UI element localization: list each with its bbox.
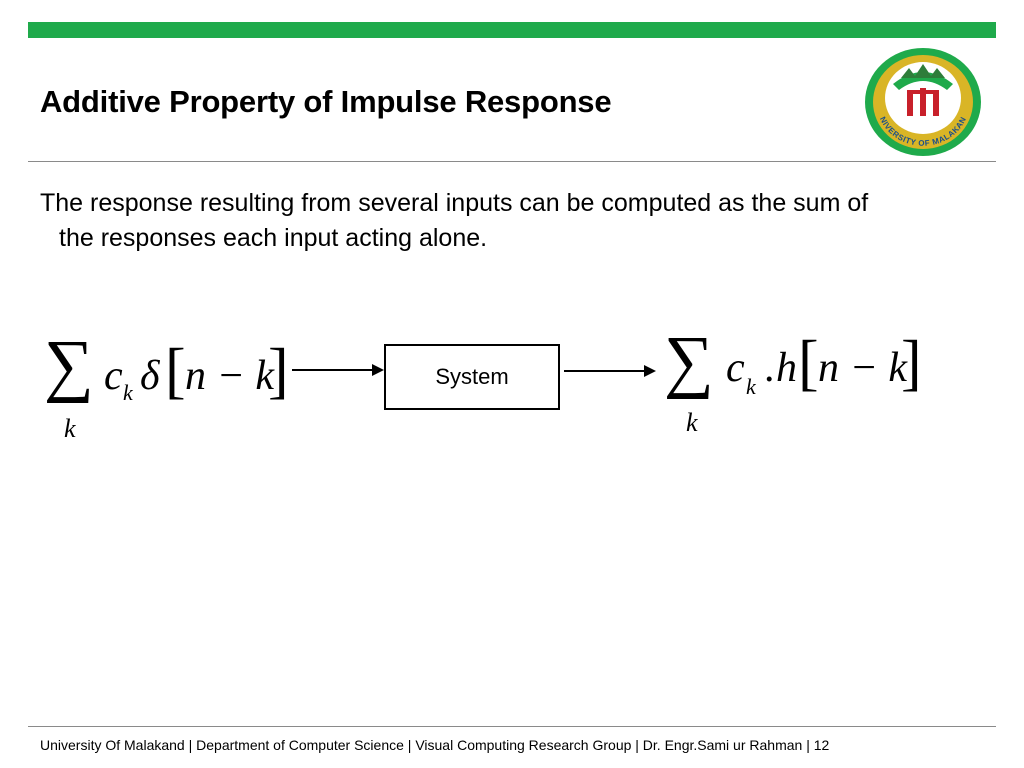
input-sum-index: k [64,414,76,443]
input-coef-subscript: k [123,380,133,405]
output-arrow [564,365,656,377]
top-accent-bar [28,22,996,38]
system-label: System [435,364,509,389]
output-right-bracket: ] [901,329,922,397]
output-sum-index: k [686,408,698,437]
output-coef: c [726,345,745,391]
output-left-bracket: [ [798,329,819,397]
bullet-line-1: The response resulting from several inpu… [40,189,869,217]
output-coef-subscript: k [746,374,756,399]
university-logo: UNIVERSITY OF MALAKAND [849,38,981,156]
input-right-bracket: ] [268,337,289,405]
bullet-text: The response resulting from several inpu… [40,186,1000,256]
header-divider [28,161,996,162]
input-argument: n − k [185,353,274,399]
bullet-line-2: the responses each input acting alone. [59,224,488,252]
input-delta: δ [140,353,160,399]
footer-divider [28,726,996,727]
slide-title: Additive Property of Impulse Response [40,84,612,119]
system-box: System [384,344,560,410]
output-sum-symbol: ∑ [664,323,714,400]
input-left-bracket: [ [165,337,186,405]
output-dot: . [765,345,776,391]
output-h: h [776,345,797,391]
input-sum-symbol: ∑ [44,327,94,404]
footer-text: University Of Malakand | Department of C… [40,737,830,753]
input-coef: c [104,353,123,399]
output-argument: n − k [818,345,907,391]
input-arrow [292,364,384,376]
